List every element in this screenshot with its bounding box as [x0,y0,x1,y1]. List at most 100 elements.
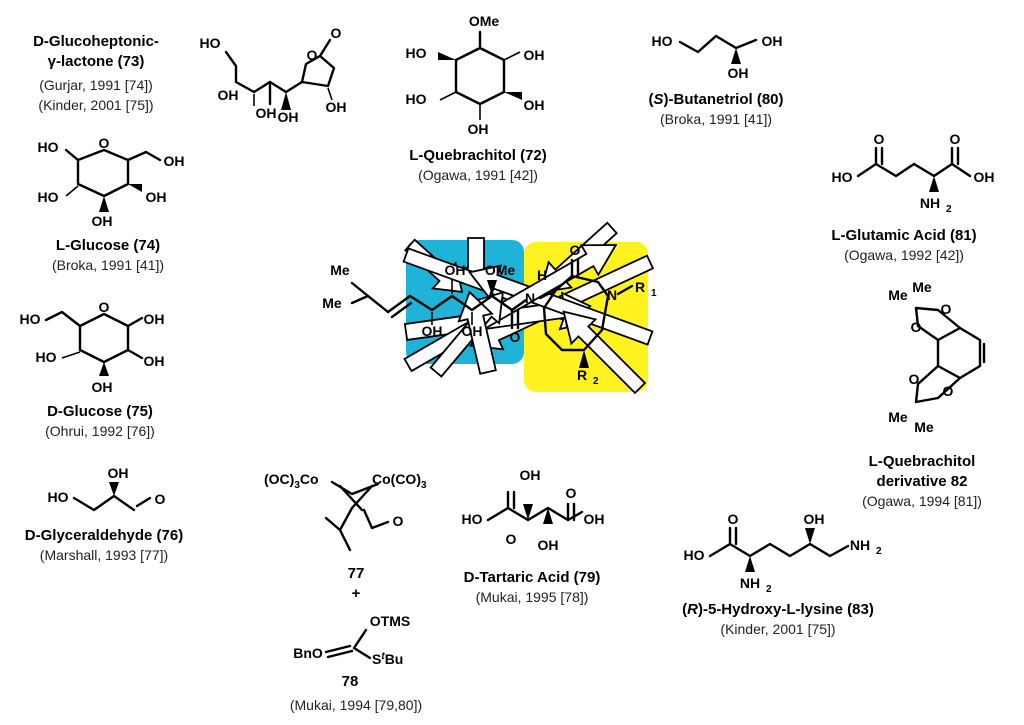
compound-80: HO OH OH (S)-Butanetriol (80) (Broka, 19… [648,33,783,127]
label-o: O [874,131,885,147]
hash-bond [327,87,333,101]
bond [224,50,304,94]
label-ho: HO [406,45,427,61]
label-o: O [393,513,404,529]
name-73-line2: γ-lactone (73) [48,53,145,70]
bond [914,306,962,342]
bond [542,274,610,352]
bond [144,150,162,162]
label-o: O [99,135,110,151]
label-r1-sub: 1 [651,288,657,299]
bond [616,284,634,296]
name-82: L-Quebrachitol [869,453,976,470]
wedge-bond [109,482,119,496]
wedge-bond [487,280,497,296]
label-o: O [307,47,318,63]
wedge-bond [504,92,522,100]
label-ho: HO [684,547,705,563]
wedge-bond [543,508,553,524]
label-oh: OH [92,379,113,395]
label-ho: HO [38,139,59,155]
label-o: O [728,511,739,527]
label-n: N [607,287,617,303]
ref-83: (Kinder, 2001 [75]) [720,621,835,637]
ref-82: (Ogawa, 1994 [81]) [862,493,982,509]
compound-73: HO OH OH OH O O OH D-Glucoheptonic- γ-la… [33,25,346,125]
ref-74: (Broka, 1991 [41]) [52,257,164,273]
compound-75: O HO OH HO OH OH D-Glucose (75) (Ohrui, … [20,299,165,439]
wedge-bond [745,556,755,572]
bond [338,528,352,552]
name-80: (S)-Butanetriol (80) [648,91,783,108]
name-82-line2: derivative 82 [877,473,968,490]
wedge-bond [731,48,741,64]
hash-bond [503,51,521,61]
label-oh: OH [92,213,113,229]
label-oh: OH [278,109,299,125]
label-me: Me [888,409,908,425]
label-h: H [537,267,547,283]
name-74: L-Glucose (74) [56,237,160,254]
label-oh: OH [468,121,489,137]
label-ome: OMe [485,262,516,278]
bond [366,294,390,314]
label-otms: OTMS [370,613,410,629]
compound-81: HO O O OH NH 2 L-Glutamic Acid (81) (Oga… [831,131,994,263]
name-73: D-Glucoheptonic- [33,33,159,50]
name-79: D-Tartaric Acid (79) [464,569,601,586]
label-ho: HO [36,349,57,365]
label-oh: OH [146,189,167,205]
bond [72,494,136,512]
label-oh: OH [144,353,165,369]
label-me: Me [914,419,934,435]
label-oh: OH [524,47,545,63]
label-me: Me [888,287,908,303]
label-o: O [909,371,920,387]
ref-77: (Mukai, 1994 [79,80]) [290,697,422,713]
label-nh2: NH [920,195,940,211]
ref-80: (Broka, 1991 [41]) [660,111,772,127]
label-o: O [911,319,922,335]
label-ho: HO [200,35,221,51]
label-ho: HO [20,311,41,327]
label-me: Me [912,279,932,295]
ref-76: (Marshall, 1993 [77]) [40,547,168,563]
label-78: 78 [342,673,359,690]
label-o: O [950,131,961,147]
label-oh: OH [524,97,545,113]
label-ho: HO [406,91,427,107]
hash-bond [439,91,457,101]
arrow-to-83 [562,310,647,395]
label-r2-sub: 2 [593,376,599,387]
label-o: O [506,531,517,547]
bond [135,496,152,508]
label-oh: OH [144,311,165,327]
label-oh: OH [974,169,995,185]
label-me-2: Me [322,295,342,311]
bond [64,148,80,162]
bond [708,542,850,558]
bond [362,508,390,530]
bond [386,294,528,314]
bond [338,484,364,512]
label-me-1: Me [330,262,350,278]
label-oh: OH [762,33,783,49]
compound-74: O HO OH HO OH OH L-Glucose (74) (Broka, … [38,135,185,273]
hash-bond [65,185,79,197]
label-r1: R [635,279,645,295]
arrow-to-79 [457,290,497,375]
label-oh: OH [218,87,239,103]
ref-79: (Mukai, 1995 [78]) [476,589,589,605]
compound-82: O O Me Me O O Me Me L-Quebrachitol deriv… [862,279,986,509]
label-oh: OH [256,105,277,121]
label-ho: HO [48,489,69,505]
label-o: O [331,25,342,41]
bond [126,348,144,360]
compound-77-78: (OC)3Co Co(CO)3 O 77 + OTMS BnO StBu 78 … [264,471,427,713]
bond [914,364,962,404]
bond [352,628,368,650]
label-nh2: NH [850,537,870,553]
bond [326,649,354,659]
bond [324,506,354,532]
